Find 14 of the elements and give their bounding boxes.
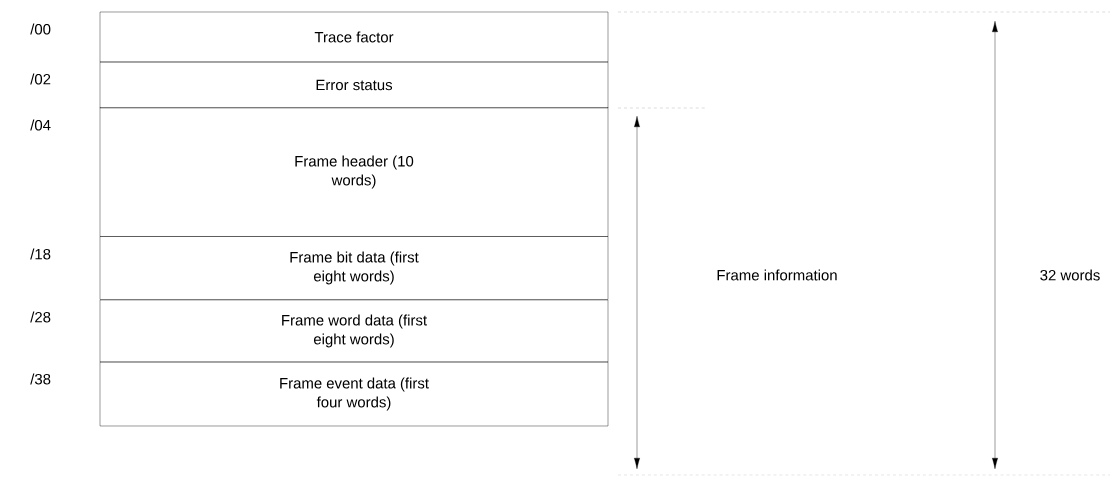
offset-label: /18	[30, 248, 51, 260]
memory-row-box: Trace factor	[99, 11, 609, 63]
offset-label: /04	[30, 119, 51, 131]
offset-label: /02	[30, 73, 51, 85]
offset-label: /38	[30, 373, 51, 385]
memory-row-box: Frame word data (first eight words)	[99, 299, 609, 363]
memory-row-box: Frame header (10 words)	[99, 107, 609, 237]
dimension-label: 32 words	[1040, 269, 1100, 281]
offset-label: /00	[30, 23, 51, 35]
memory-row-box: Error status	[99, 61, 609, 109]
memory-row-box: Frame event data (first four words)	[99, 361, 609, 427]
offset-label: /28	[30, 311, 51, 323]
memory-row-box: Frame bit data (first eight words)	[99, 236, 609, 300]
dimension-label: Frame information	[717, 269, 837, 281]
